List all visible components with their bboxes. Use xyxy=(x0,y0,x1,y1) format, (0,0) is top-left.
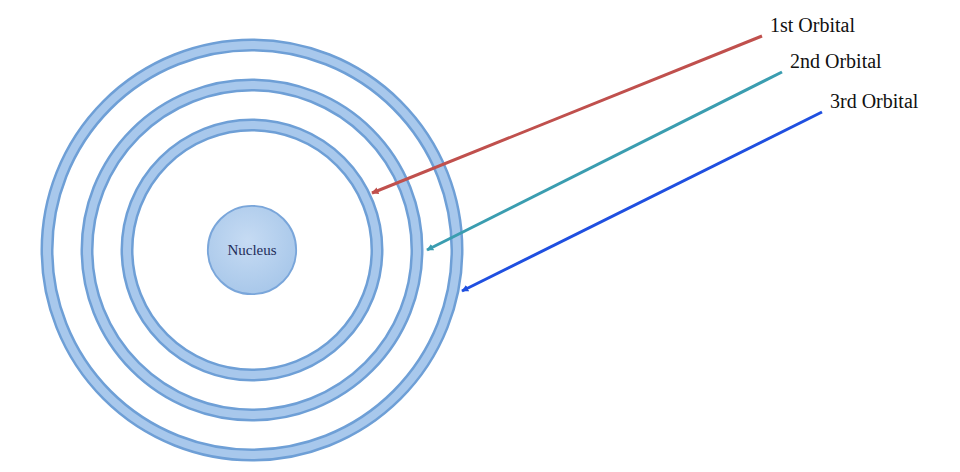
orbital-ring-band xyxy=(87,85,417,415)
orbital-ring xyxy=(127,125,377,375)
orbital-ring-band xyxy=(47,45,457,455)
orbital-ring-edge xyxy=(127,125,377,375)
orbital-label: 3rd Orbital xyxy=(830,90,918,113)
orbital-ring xyxy=(87,85,417,415)
orbital-ring-edge xyxy=(47,45,457,455)
orbital-label: 1st Orbital xyxy=(770,14,855,37)
orbital-ring-band xyxy=(127,125,377,375)
nucleus-circle: Nucleus xyxy=(206,204,298,296)
orbital-label: 2nd Orbital xyxy=(790,50,882,73)
nucleus-label: Nucleus xyxy=(227,242,276,259)
leader-arrow xyxy=(462,112,822,291)
orbital-ring xyxy=(47,45,457,455)
leader-arrow xyxy=(427,72,782,250)
nucleus-circle xyxy=(208,206,296,294)
orbital-ring-edge xyxy=(87,85,417,415)
